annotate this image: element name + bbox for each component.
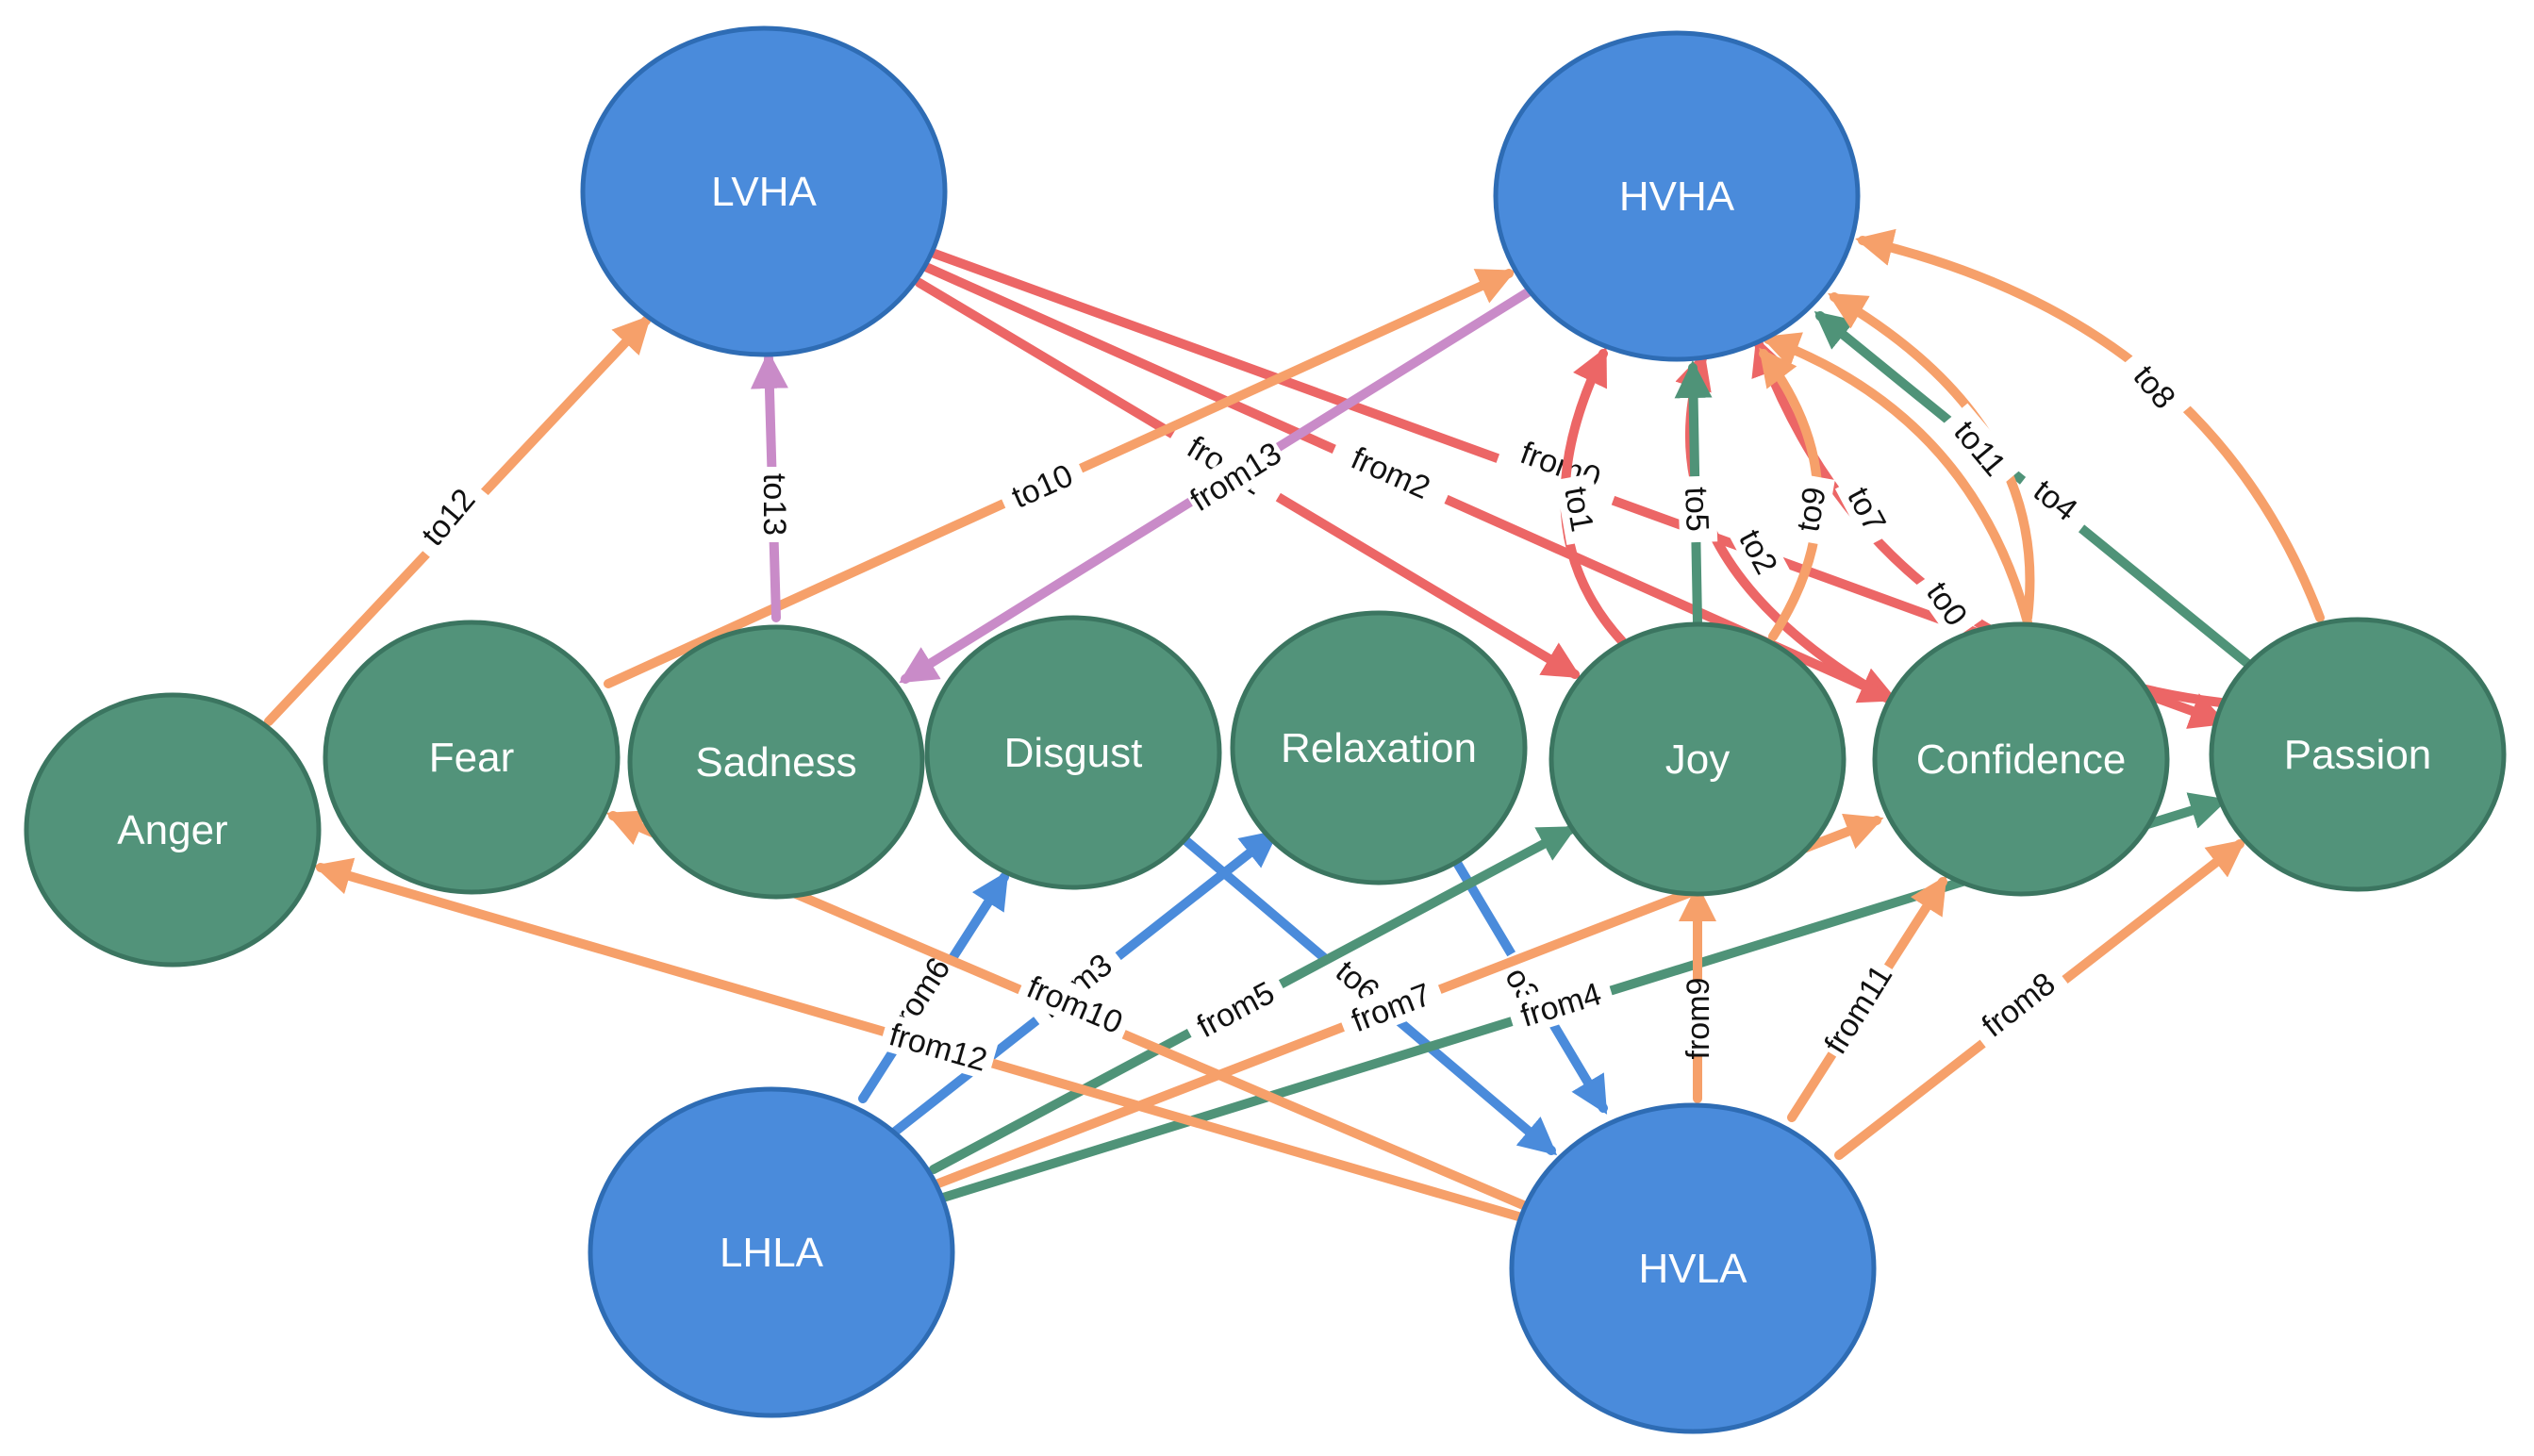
- node-disgust[interactable]: Disgust: [924, 615, 1222, 890]
- node-lvha[interactable]: LVHA: [580, 25, 948, 357]
- edge-to8: to8: [1855, 228, 2325, 622]
- node-label-fear: Fear: [429, 735, 514, 781]
- node-label-hvla: HVLA: [1639, 1246, 1748, 1292]
- edge-label-to5: to5: [1678, 487, 1715, 533]
- node-relaxation[interactable]: Relaxation: [1230, 610, 1528, 885]
- edge-to4: to4: [1814, 310, 2254, 670]
- node-label-passion: Passion: [2284, 732, 2432, 778]
- edge-to1: to1: [1555, 346, 1627, 646]
- edge-to11: to11: [1828, 292, 2035, 622]
- edge-label-to1: to1: [1557, 485, 1600, 535]
- edge-to5: to5: [1674, 360, 1718, 627]
- node-hvha[interactable]: HVHA: [1493, 30, 1861, 362]
- node-label-sadness: Sadness: [695, 739, 856, 786]
- node-lhla[interactable]: LHLA: [588, 1086, 955, 1418]
- node-passion[interactable]: Passion: [2209, 617, 2507, 892]
- node-label-relaxation: Relaxation: [1281, 725, 1477, 771]
- node-hvla[interactable]: HVLA: [1509, 1102, 1877, 1434]
- node-label-anger: Anger: [117, 807, 227, 853]
- edge-label-from9: from9: [1681, 978, 1716, 1060]
- node-label-hvha: HVHA: [1619, 174, 1735, 220]
- node-label-lvha: LVHA: [711, 169, 817, 215]
- node-label-lhla: LHLA: [720, 1230, 824, 1276]
- edge-from11: from11: [1787, 875, 1947, 1122]
- node-confidence[interactable]: Confidence: [1872, 621, 2170, 897]
- edge-to9: to9: [1759, 347, 1835, 641]
- node-label-joy: Joy: [1665, 736, 1730, 783]
- edge-label-to9: to9: [1790, 485, 1833, 535]
- node-sadness[interactable]: Sadness: [627, 624, 925, 900]
- node-label-disgust: Disgust: [1004, 730, 1143, 776]
- edge-to7: to7: [1761, 332, 2032, 627]
- edge-from9: from9: [1679, 884, 1716, 1103]
- edge-to13: to13: [750, 351, 794, 622]
- node-anger[interactable]: Anger: [24, 692, 322, 968]
- nodes-layer: Anger Fear Sadness Disgust Relaxation Jo…: [24, 25, 2507, 1434]
- edge-to0: to0: [1751, 337, 2226, 707]
- edge-label-from8: from8: [1976, 966, 2062, 1044]
- node-joy[interactable]: Joy: [1549, 621, 1847, 897]
- edge-label-from12: from12: [886, 1017, 991, 1079]
- edge-label-from11: from11: [1817, 959, 1899, 1061]
- edge-label-from5: from5: [1191, 975, 1281, 1045]
- edge-label-to10: to10: [1006, 457, 1078, 516]
- edge-label-to13: to13: [756, 473, 792, 536]
- node-fear[interactable]: Fear: [323, 620, 621, 895]
- node-label-confidence: Confidence: [1916, 736, 2127, 783]
